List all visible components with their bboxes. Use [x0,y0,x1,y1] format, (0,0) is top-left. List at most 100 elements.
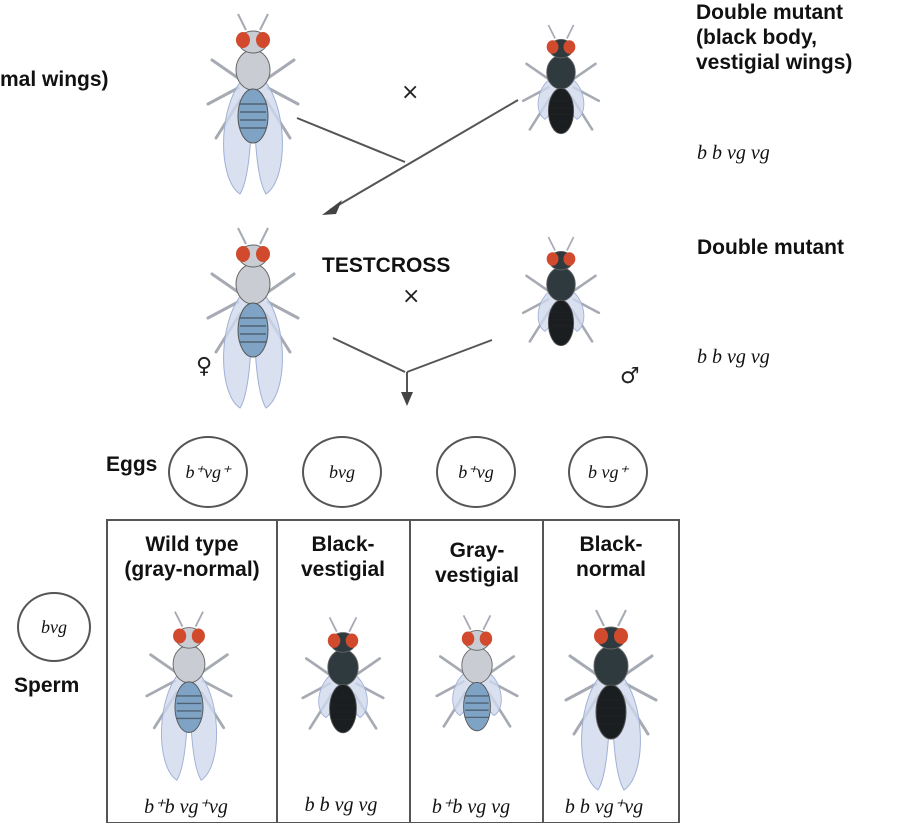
cross-line-left [297,118,405,162]
fly-eye [236,246,250,262]
fly-leg [490,657,513,673]
offspring-2-title: Black- vestigial [301,532,385,582]
testcross-line-right [407,340,492,372]
fly-leg [526,276,548,291]
fly-abdomen [238,303,268,357]
fly-offspring-black-vestigial [288,612,398,782]
fly-thorax [328,650,358,686]
arrowhead-down [401,392,413,406]
cross-line-right [330,100,518,210]
egg-gamete-3: b⁺vg [436,436,516,508]
fly-leg [212,274,238,292]
fly-eye [346,633,359,647]
fly-leg [151,655,175,672]
egg-gamete-1-label: b⁺vg⁺ [170,438,246,506]
fly-leg [574,64,596,79]
fly-abdomen [330,684,357,732]
fly-leg [356,659,379,675]
fly-thorax [462,648,492,684]
sperm-label: Sperm [14,674,79,698]
fly-leg [440,657,463,673]
parent-left-label: mal wings) [0,68,109,92]
fly-abdomen [175,682,203,733]
fly-abdomen [596,685,626,739]
fly-leg [203,655,227,672]
fly-antenna [567,25,574,38]
fly-abdomen [238,89,268,143]
fly-eye [564,40,576,53]
fly-thorax [547,55,576,89]
fly-leg [526,64,548,79]
fly-eye [594,628,608,644]
offspring-3-title-line-2: vestigial [435,563,519,588]
fly-offspring-gray-vestigial [422,610,532,780]
testcross-right-genotype: b b vg vg [697,346,770,369]
testcross-line-left [333,338,405,372]
fly-antenna [238,228,246,244]
egg-gamete-2-label: bvg [304,438,380,506]
offspring-3-title: Gray- vestigial [435,538,519,588]
sperm-gamete: bvg [17,592,91,662]
fly-leg [306,659,329,675]
offspring-2-title-line-1: Black- [301,532,385,557]
fly-antenna [196,612,203,627]
fly-testcross-female-gray-normal [198,222,308,412]
offspring-4-genotype: b b vg⁺vg [565,794,643,819]
fly-eye [547,252,559,265]
eggs-label: Eggs [106,453,157,477]
fly-abdomen [548,88,573,133]
fly-antenna [567,237,574,250]
fly-antenna [260,228,268,244]
offspring-3-genotype: b⁺b vg vg [432,794,510,819]
fly-offspring-gray-normal [134,606,244,784]
fly-abdomen [548,300,573,345]
egg-gamete-4-label: b vg⁺ [570,438,646,506]
fly-eye [236,32,250,48]
male-symbol: ♂ [620,364,640,389]
fly-thorax [173,645,205,682]
offspring-3-title-line-1: Gray- [435,538,519,563]
offspring-4-title-line-2: normal [576,557,646,582]
fly-thorax [236,264,270,304]
fly-eye [564,252,576,265]
offspring-1-title: Wild type (gray-normal) [124,532,259,582]
fly-eye [480,631,493,645]
fly-eye [547,40,559,53]
parent-right-label-line-1: Double mutant [696,0,852,25]
fly-eye [173,628,186,643]
parent-right-label-line-3: vestigial wings) [696,50,852,75]
fly-eye [614,628,628,644]
fly-parent-male-black-vestigial [506,20,616,180]
arrowhead-down-left [322,200,342,215]
testcross-cross-symbol: × [402,284,420,309]
fly-testcross-male-black-vestigial [506,232,616,392]
offspring-1-genotype: b⁺b vg⁺vg [144,794,228,819]
fly-antenna [483,615,490,629]
offspring-2-title-line-2: vestigial [301,557,385,582]
fly-eye [256,246,270,262]
fly-antenna [464,615,471,629]
offspring-1-title-line-1: Wild type [124,532,259,557]
egg-gamete-2: bvg [302,436,382,508]
fly-abdomen [464,682,491,730]
fly-thorax [547,267,576,301]
fly-antenna [618,610,626,626]
fly-leg [574,276,596,291]
testcross-right-label: Double mutant [697,236,844,260]
fly-eye [192,628,205,643]
egg-gamete-1: b⁺vg⁺ [168,436,248,508]
fly-antenna [548,25,555,38]
fly-antenna [238,14,246,30]
egg-gamete-4: b vg⁺ [568,436,648,508]
fly-antenna [175,612,182,627]
fly-leg [268,274,294,292]
egg-gamete-3-label: b⁺vg [438,438,514,506]
fly-antenna [330,617,337,631]
parent-right-label: Double mutant (black body, vestigial win… [696,0,852,75]
fly-leg [570,656,596,674]
offspring-4-title-line-1: Black- [576,532,646,557]
fly-antenna [548,237,555,250]
parent-right-genotype: b b vg vg [697,142,770,165]
fly-leg [212,60,238,78]
